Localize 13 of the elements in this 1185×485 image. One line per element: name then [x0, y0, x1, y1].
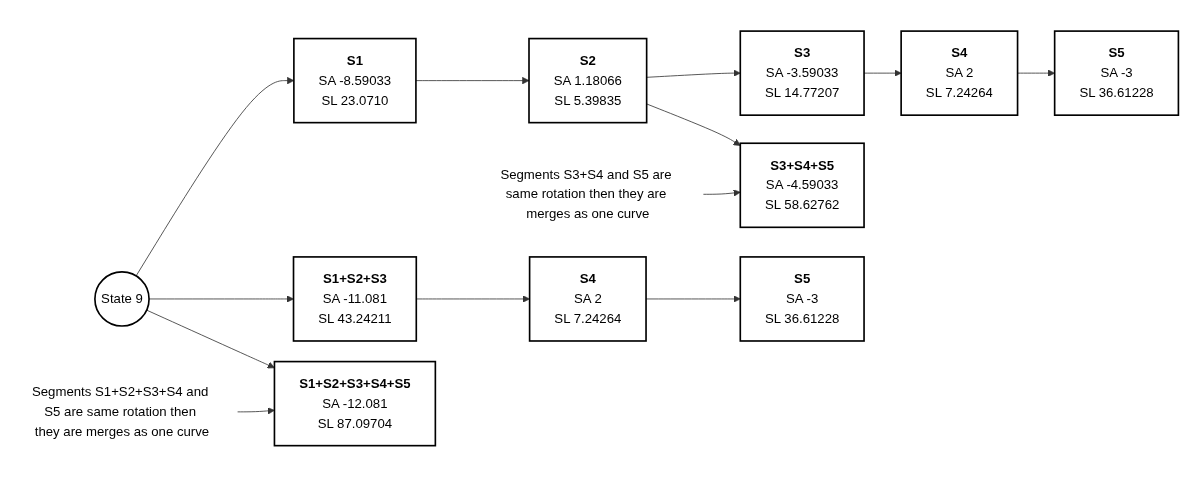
node-text: Segments S1+S2+S3+S4 and S5 are same rotation then they are merges as one curve	[31, 384, 210, 439]
node-box: S1 SA -8.59033 SL 23.0710	[293, 37, 417, 124]
node-circle: State 9	[94, 271, 150, 327]
node-box: S4 SA 2 SL 7.24264	[900, 30, 1019, 116]
node-box: S1+S2+S3+S4+S5 SA -12.081 SL 87.09704	[273, 360, 437, 447]
node-box: S1+S2+S3 SA -11.081 SL 43.24211	[292, 256, 418, 342]
node-box: S5 SA -3 SL 36.61228	[739, 256, 865, 342]
node-box: S5 SA -3 SL 36.61228	[1053, 30, 1180, 116]
node-text: Segments S3+S4 and S5 are same rotation then they are merges as one curve	[500, 167, 672, 221]
node-box: S3 SA -3.59033 SL 14.77207	[739, 30, 865, 116]
node-box: S2 SA 1.18066 SL 5.39835	[528, 37, 648, 124]
node-box: S3+S4+S5 SA -4.59033 SL 58.62762	[739, 142, 865, 229]
node-box: S4 SA 2 SL 7.24264	[528, 256, 647, 342]
